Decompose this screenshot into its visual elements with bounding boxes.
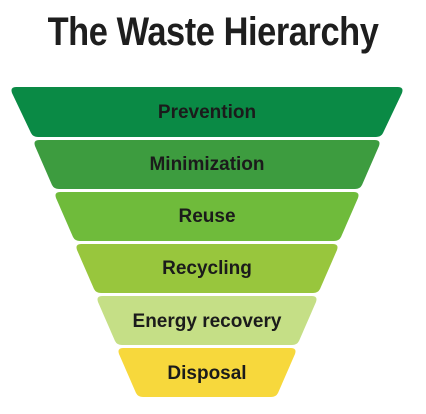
tier-energy-recovery-band xyxy=(97,296,317,345)
tier-disposal: Disposal xyxy=(118,348,296,397)
tier-prevention-label: Prevention xyxy=(158,102,256,123)
diagram-title: The Waste Hierarchy xyxy=(47,10,379,54)
tier-minimization-label: Minimization xyxy=(149,154,264,175)
tier-energy-recovery: Energy recovery xyxy=(97,296,317,345)
tier-disposal-band xyxy=(118,348,296,397)
tier-reuse-band xyxy=(55,192,359,241)
tier-reuse-label: Reuse xyxy=(178,206,235,227)
tier-recycling-band xyxy=(76,244,338,293)
tier-energy-recovery-label: Energy recovery xyxy=(133,311,282,332)
tier-prevention-band xyxy=(11,87,403,137)
tier-minimization-band xyxy=(34,140,380,189)
tier-disposal-label: Disposal xyxy=(167,363,246,384)
tier-minimization: Minimization xyxy=(34,140,380,189)
tier-reuse: Reuse xyxy=(55,192,359,241)
tier-recycling: Recycling xyxy=(76,244,338,293)
tier-recycling-label: Recycling xyxy=(162,258,252,279)
tier-prevention: Prevention xyxy=(11,87,403,137)
